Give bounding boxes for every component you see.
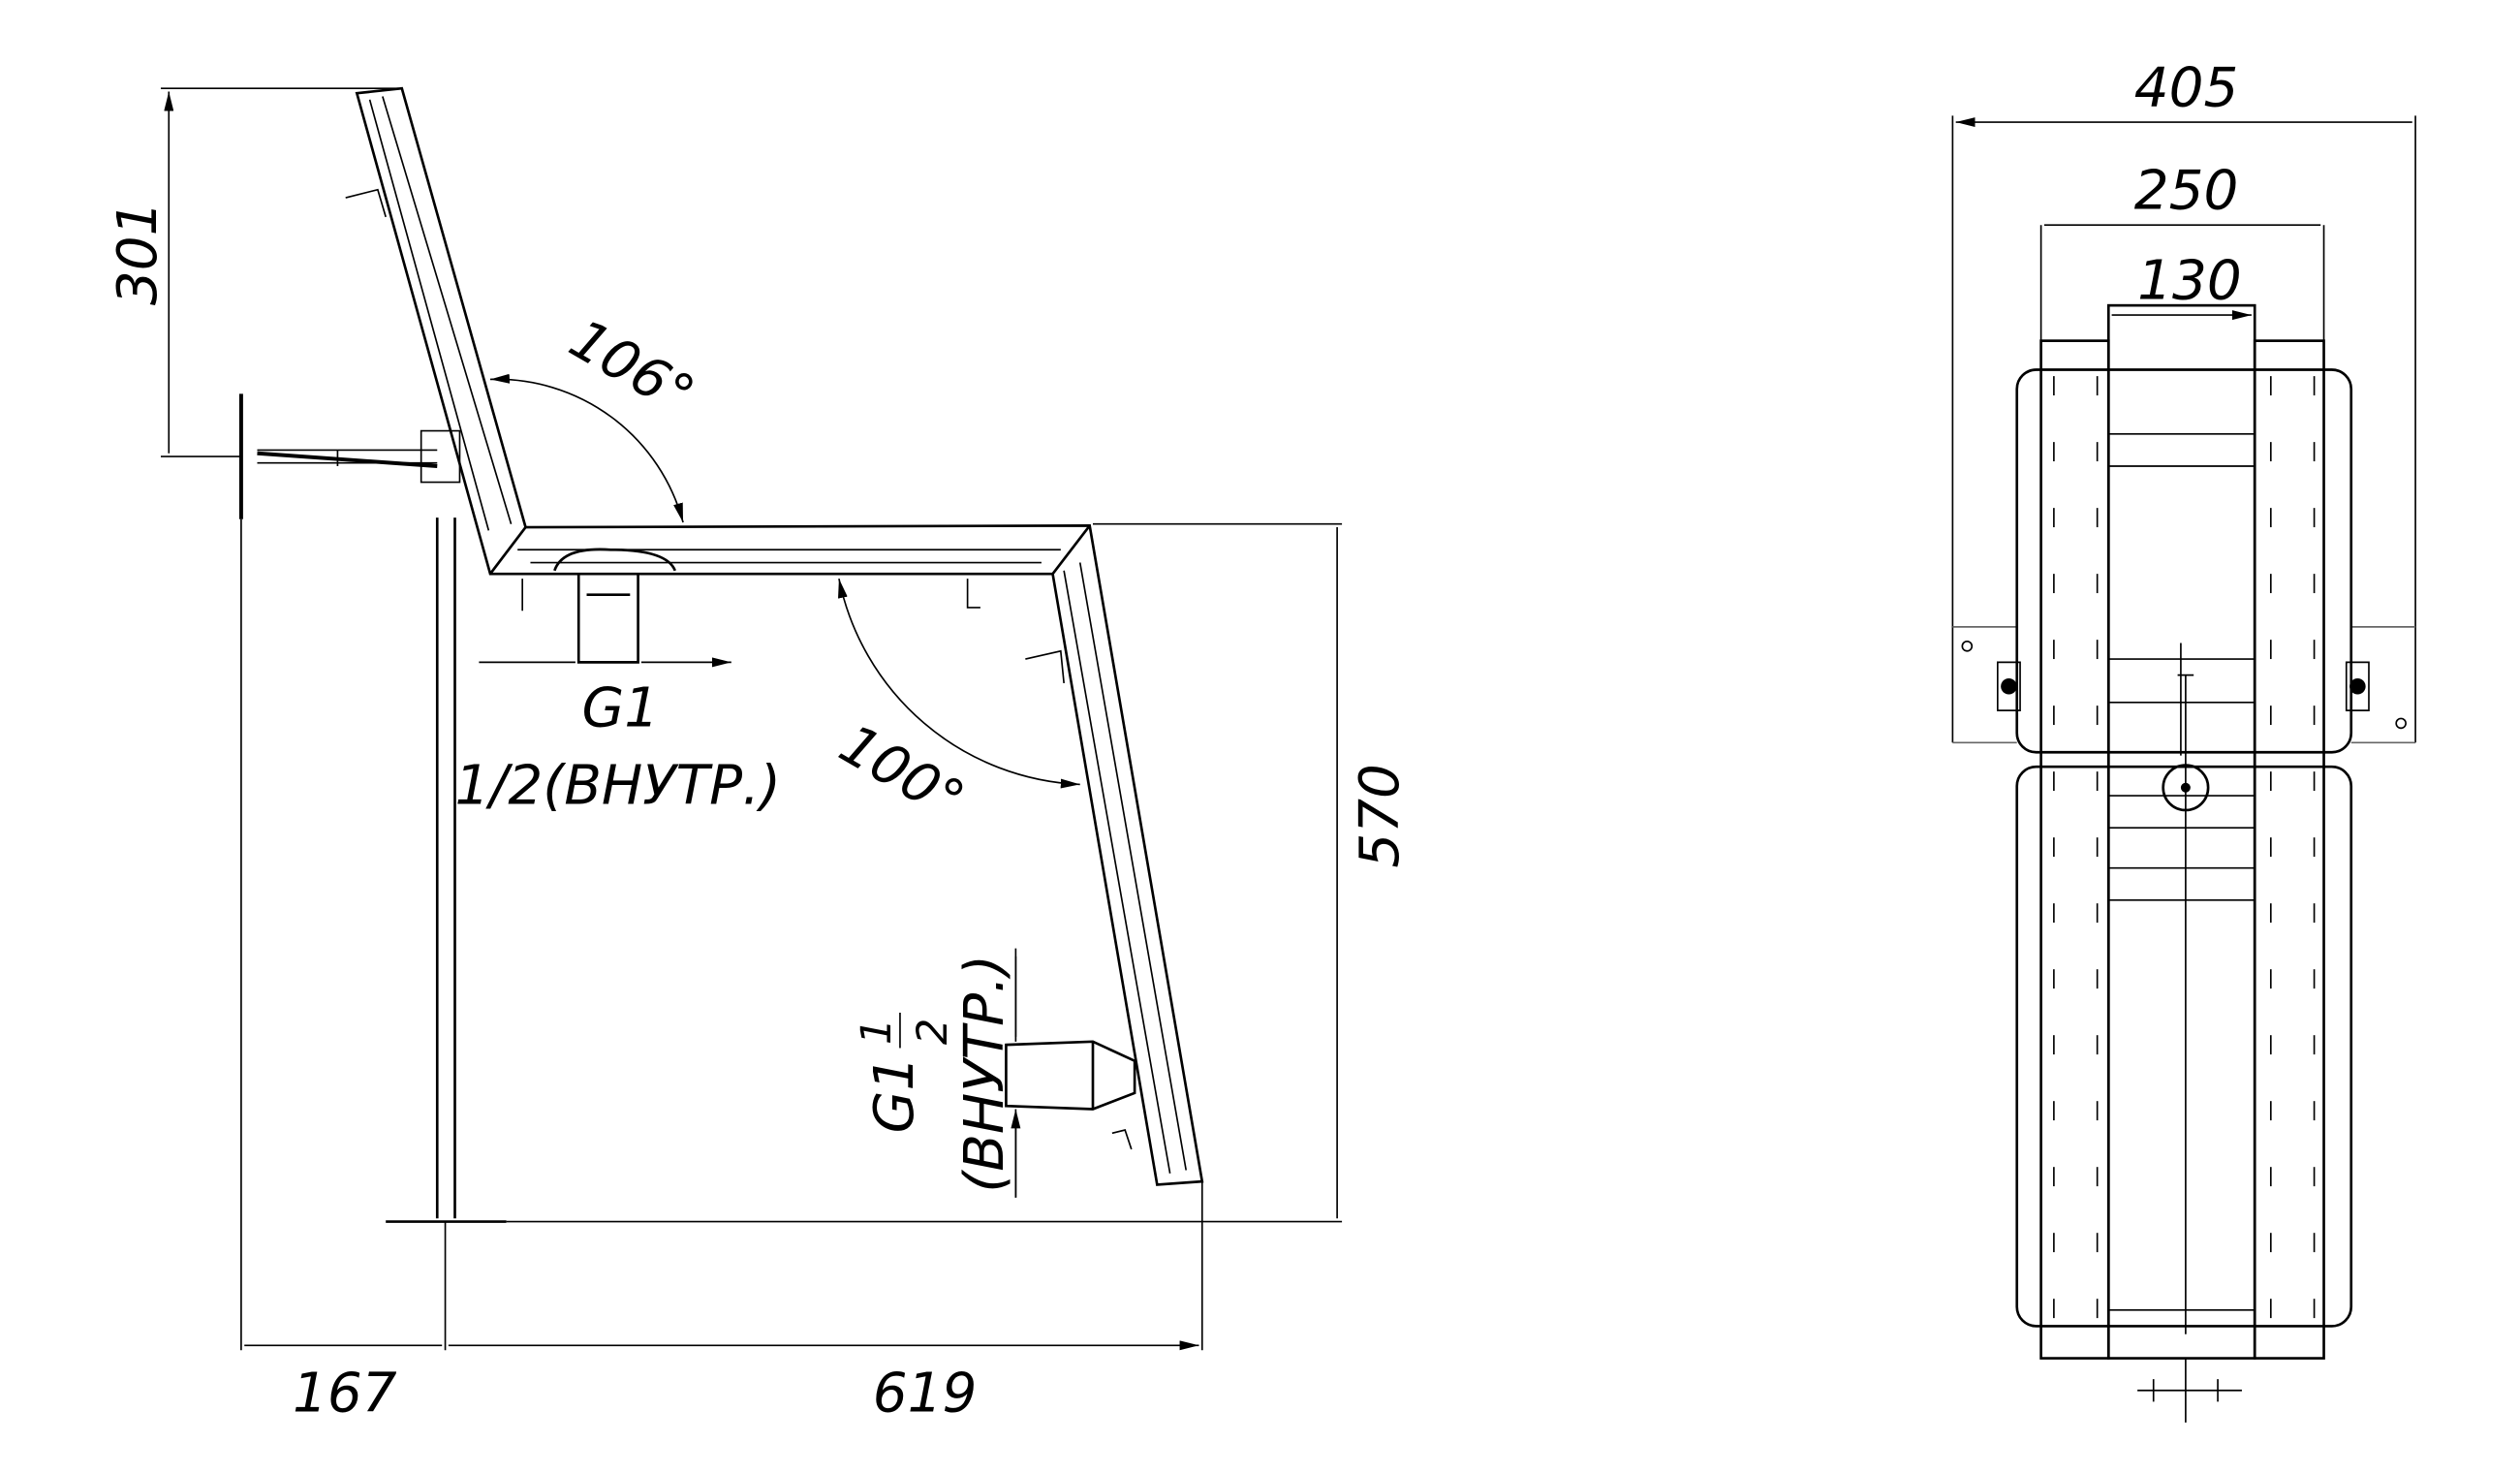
fitting-top-sub: 1/2(ВНУТР.) [455, 754, 782, 817]
dimension-lines [169, 92, 1338, 1346]
mount-plate-lines [1952, 626, 2416, 744]
angle-back-arc [489, 373, 684, 523]
fitting-side-den: 2 [909, 1019, 957, 1045]
side-fitting [1005, 1040, 1136, 1111]
fitting-side-num: 1 [853, 1019, 901, 1045]
wall-mount [238, 393, 438, 519]
dim-inner-width: 250 [2134, 160, 2239, 223]
front-view: 405 250 130 [1952, 56, 2416, 1423]
front-dimension-lines [1956, 122, 2412, 315]
right-bolt [2349, 677, 2366, 695]
center-frame [2106, 303, 2256, 1360]
extension-lines [160, 87, 1343, 1351]
seat-panel [2015, 765, 2353, 1328]
angle-back: 106° [559, 307, 704, 427]
seat-fitting [553, 548, 676, 664]
side-view: 301 106° G1 1/2(ВНУТР.) 100° 570 G1 1 2 … [107, 88, 1412, 1425]
dim-offset: 167 [293, 1362, 397, 1425]
pivot-center [2180, 782, 2191, 793]
fitting-side-sub: (ВНУТР.) [953, 955, 1016, 1193]
cross-members [2108, 433, 2256, 1334]
left-rail [2039, 339, 2110, 1360]
dim-height: 570 [1349, 764, 1412, 868]
support-post [386, 517, 507, 1223]
bolt-brackets-and-base [1997, 661, 2370, 1423]
left-bolt [2001, 677, 2017, 695]
slat-marks [2053, 376, 2316, 1319]
angle-front: 100° [829, 712, 975, 832]
fitting-top-label: G1 [582, 677, 660, 740]
mount-hole [1961, 640, 1974, 652]
dim-center-width: 130 [2137, 250, 2242, 313]
backrest-panel [2015, 368, 2353, 754]
dim-depth: 619 [873, 1362, 978, 1425]
dim-total-width: 405 [2134, 56, 2239, 119]
pivot-circle [2162, 764, 2210, 812]
fitting-side-label: G1 [863, 1056, 926, 1134]
dim-back-height: 301 [107, 202, 170, 306]
angle-front-arc [838, 578, 1080, 789]
mount-hole [2395, 717, 2407, 730]
